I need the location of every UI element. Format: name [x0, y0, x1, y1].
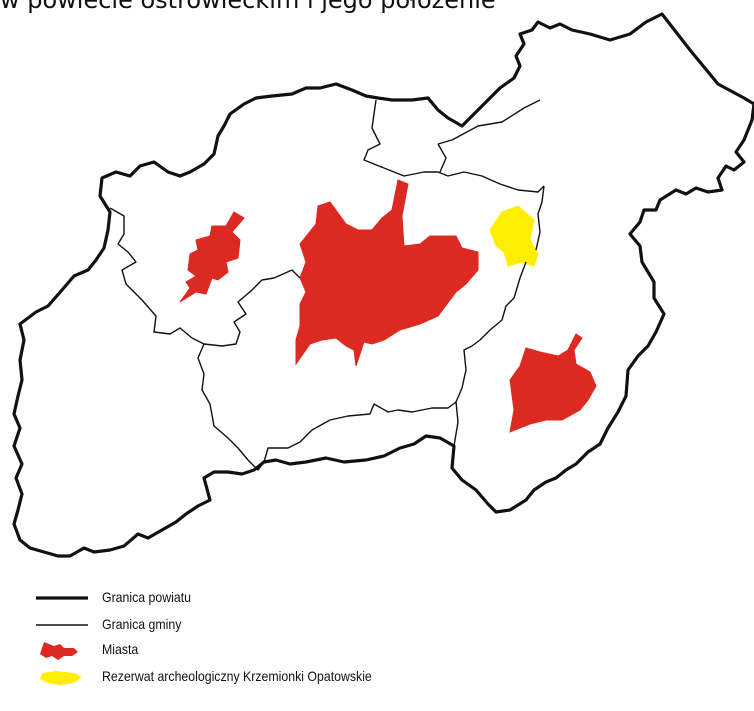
map-caption-text: w powiecie ostrowieckim i jego położenie	[0, 0, 496, 14]
red-blob-icon	[40, 642, 78, 660]
yellow-blob-icon	[40, 671, 82, 685]
legend-item-reserve: Rezerwat archeologiczny Krzemionki Opato…	[34, 665, 554, 689]
county-map	[12, 12, 754, 558]
county-boundary	[12, 12, 754, 558]
town-east[interactable]	[509, 333, 597, 433]
town-west[interactable]	[179, 211, 245, 303]
legend-label: Granica powiatu	[102, 589, 192, 605]
legend-label: Miasta	[102, 641, 139, 657]
town-central[interactable]	[295, 179, 479, 367]
gmina-boundaries	[109, 99, 545, 471]
thin-line-icon	[36, 624, 88, 626]
thick-line-icon	[36, 596, 88, 600]
legend-item-towns: Miasta	[34, 638, 554, 662]
legend-label: Rezerwat archeologiczny Krzemionki Opato…	[102, 668, 372, 684]
map-caption: w powiecie ostrowieckim i jego położenie	[0, 0, 754, 20]
legend-item-gmina-boundary: Granica gminy	[34, 613, 554, 637]
legend-item-county-boundary: Granica powiatu	[34, 586, 554, 610]
archaeological-reserve[interactable]	[489, 205, 539, 267]
legend-label: Granica gminy	[102, 616, 182, 632]
